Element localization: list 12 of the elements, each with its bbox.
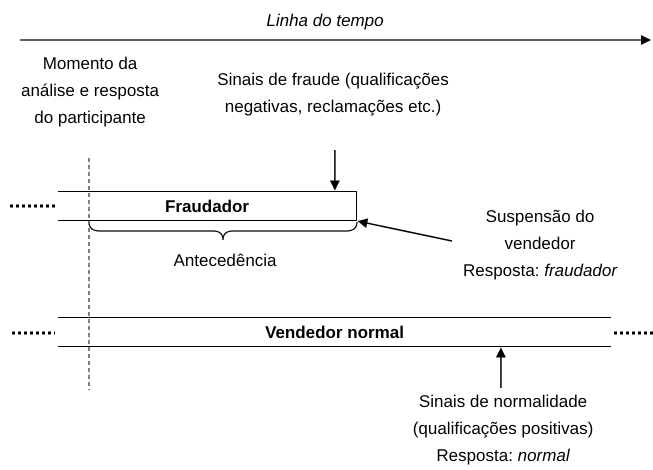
axis-label: Linha do tempo	[265, 10, 385, 31]
arrow	[358, 218, 452, 242]
arrow	[496, 348, 506, 388]
brace-label: Antecedência	[172, 250, 278, 271]
timeline-bar: Vendedor normal	[58, 317, 611, 347]
annotation-text: Momento da análise e resposta do participante	[20, 53, 160, 129]
arrow	[330, 150, 340, 190]
annotation-text: Sinais de fraude (qualificações negativas, reclamações etc.)	[213, 66, 453, 150]
response-text: Resposta: fraudador	[462, 260, 618, 282]
annotation-heading: Sinais de normalidade (qualificações positivas)	[412, 391, 594, 440]
timeline-bar: Fraudador	[58, 191, 357, 221]
response-text: Resposta: normal	[435, 445, 571, 467]
